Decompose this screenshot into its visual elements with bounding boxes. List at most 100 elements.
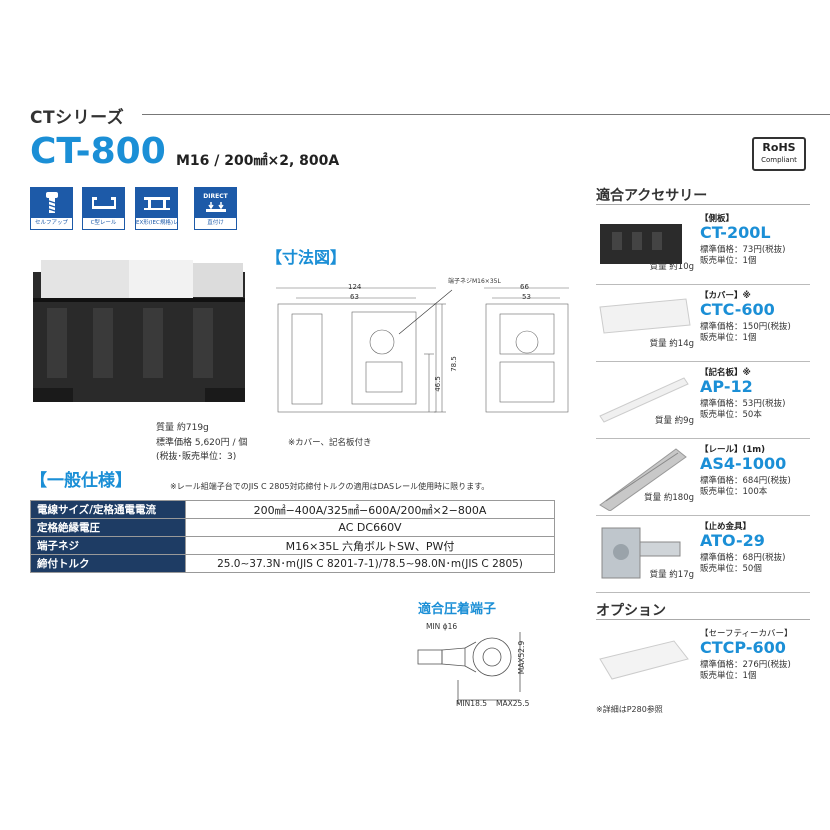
accessory-unit: 販売単位：1個 (700, 256, 757, 266)
accessory-weight: 質量 約10g (649, 262, 694, 272)
model-title: CT-800 (30, 131, 166, 172)
dim-124: 124 (348, 283, 362, 291)
ex-rail-icon (136, 188, 177, 218)
feature-self-up: セルフアップ (30, 187, 73, 230)
accessories-title: 適合アクセサリー (596, 188, 708, 204)
accessory-category: 【カバー】※ (700, 291, 751, 301)
option-category: 【セーフティーカバー】 (700, 629, 793, 639)
accessory-name: CT-200L (700, 223, 771, 242)
rohs-badge: RoHS Compliant (752, 137, 806, 171)
accessory-item: 【レール】(1m) AS4-1000 標準価格：684円(税抜) 販売単位：10… (596, 441, 810, 516)
c-rail-icon (83, 188, 124, 218)
spec-value: 25.0∼37.3N･m(JIS C 8201-7-1)/78.5∼98.0N･… (185, 554, 555, 573)
accessory-image (596, 368, 692, 428)
direct-text: DIRECT (203, 192, 228, 200)
feature-direct-mount: DIRECT 直付け (194, 187, 237, 230)
table-row: 電線サイズ/定格通電電流 200㎟−400A/325㎟−600A/200㎟×2−… (30, 500, 555, 519)
feature-c-rail: C型レール (82, 187, 125, 230)
accessory-item: 【側板】 CT-200L 標準価格：73円(税抜) 販売単位：1個 質量 約10… (596, 210, 810, 285)
crimp-drawing (410, 620, 550, 714)
accessory-category: 【レール】(1m) (700, 445, 766, 455)
options-divider (596, 619, 810, 620)
accessory-image (596, 445, 692, 515)
table-row: 締付トルク 25.0∼37.3N･m(JIS C 8201-7-1)/78.5∼… (30, 554, 555, 573)
crimp-max255: MAX25.5 (496, 699, 530, 708)
accessory-unit: 販売単位：100本 (700, 487, 768, 497)
accessory-price: 標準価格：150円(税抜) (700, 322, 791, 332)
accessory-category: 【記名板】※ (700, 368, 751, 378)
model-spec: M16 / 200㎟×2, 800A (176, 153, 340, 169)
dim-66: 66 (520, 283, 529, 291)
option-price: 標準価格：276円(税抜) (700, 660, 791, 670)
option-unit: 販売単位：1個 (700, 671, 757, 681)
accessory-price: 標準価格：68円(税抜) (700, 553, 786, 563)
crimp-title: 適合圧着端子 (418, 602, 497, 617)
accessory-image (596, 522, 692, 588)
accessory-price: 標準価格：73円(税抜) (700, 245, 786, 255)
spec-label: 端子ネジ (30, 536, 186, 555)
series-divider (142, 114, 830, 115)
accessory-unit: 販売単位：1個 (700, 333, 757, 343)
accessory-category: 【側板】 (700, 214, 735, 224)
feature-ex-rail: EX形(IEC規格)レール (135, 187, 178, 230)
accessory-item: 【止め金具】 ATO-29 標準価格：68円(税抜) 販売単位：50個 質量 約… (596, 518, 810, 593)
feature-label: C型レール (90, 220, 117, 226)
spec-label: 定格絶縁電圧 (30, 518, 186, 537)
accessories-divider (596, 204, 810, 205)
options-note: ※詳細はP280参照 (596, 705, 663, 714)
product-mass: 質量 約719g (156, 423, 209, 433)
option-item: 【セーフティーカバー】 CTCP-600 標準価格：276円(税抜) 販売単位：… (596, 625, 810, 699)
product-price: 標準価格 5,620円 / 個 (156, 438, 248, 448)
accessory-weight: 質量 約9g (654, 416, 694, 426)
dim-53: 53 (522, 293, 531, 301)
spec-label: 電線サイズ/定格通電電流 (30, 500, 186, 519)
accessory-image (596, 214, 692, 278)
screw-icon (31, 188, 72, 218)
spec-label: 締付トルク (30, 554, 186, 573)
accessory-item: 【記名板】※ AP-12 標準価格：53円(税抜) 販売単位：50本 質量 約9… (596, 364, 810, 439)
spec-title: 【一般仕様】 (30, 471, 132, 491)
dim-78-5: 78.5 (449, 356, 458, 372)
table-row: 端子ネジ M16×35L 六角ボルトSW、PW付 (30, 536, 555, 555)
spec-table: 電線サイズ/定格通電電流 200㎟−400A/325㎟−600A/200㎟×2−… (30, 500, 555, 573)
accessory-weight: 質量 約180g (644, 493, 694, 503)
crimp-min185: MIN18.5 (456, 699, 487, 708)
accessory-image (596, 291, 692, 345)
accessory-unit: 販売単位：50本 (700, 410, 762, 420)
options-title: オプション (596, 603, 666, 619)
dim-46-5: 46.5 (433, 376, 442, 392)
product-price-note: (税抜･販売単位：3) (156, 452, 237, 462)
option-name: CTCP-600 (700, 638, 786, 657)
accessory-name: ATO-29 (700, 531, 765, 550)
accessory-category: 【止め金具】 (700, 522, 752, 532)
accessory-weight: 質量 約14g (649, 339, 694, 349)
table-row: 定格絶縁電圧 AC DC660V (30, 518, 555, 537)
direct-mount-icon: DIRECT (195, 188, 236, 218)
dimension-drawing (274, 272, 584, 426)
accessory-name: AS4-1000 (700, 454, 787, 473)
crimp-min16: MIN ϕ16 (426, 622, 458, 631)
spec-note: ※レール組端子台でのJIS C 2805対応締付トルクの適用はDASレール使用時… (170, 482, 490, 491)
accessory-name: AP-12 (700, 377, 753, 396)
dimension-title: 【寸法図】 (266, 248, 347, 267)
dimension-note: ※カバー、記名板付き (288, 438, 372, 448)
accessory-unit: 販売単位：50個 (700, 564, 762, 574)
accessory-weight: 質量 約17g (649, 570, 694, 580)
accessory-price: 標準価格：684円(税抜) (700, 476, 791, 486)
rohs-label: RoHS (762, 141, 796, 154)
accessory-name: CTC-600 (700, 300, 775, 319)
spec-value: 200㎟−400A/325㎟−600A/200㎟×2−800A (185, 500, 555, 519)
accessory-item: 【カバー】※ CTC-600 標準価格：150円(税抜) 販売単位：1個 質量 … (596, 287, 810, 362)
series-title: CTシリーズ (30, 108, 125, 128)
spec-value: M16×35L 六角ボルトSW、PW付 (185, 536, 555, 555)
crimp-max529: MAX52.9 (517, 640, 527, 675)
bolt-label: 端子ネジM16×35L (448, 278, 501, 285)
feature-label: 直付け (207, 220, 224, 226)
feature-label: セルフアップ (34, 220, 68, 226)
dim-63: 63 (350, 293, 359, 301)
rohs-sub: Compliant (761, 156, 797, 164)
feature-label: EX形(IEC規格)レール (136, 220, 177, 226)
accessory-price: 標準価格：53円(税抜) (700, 399, 786, 409)
option-image (596, 629, 692, 693)
spec-value: AC DC660V (185, 518, 555, 537)
